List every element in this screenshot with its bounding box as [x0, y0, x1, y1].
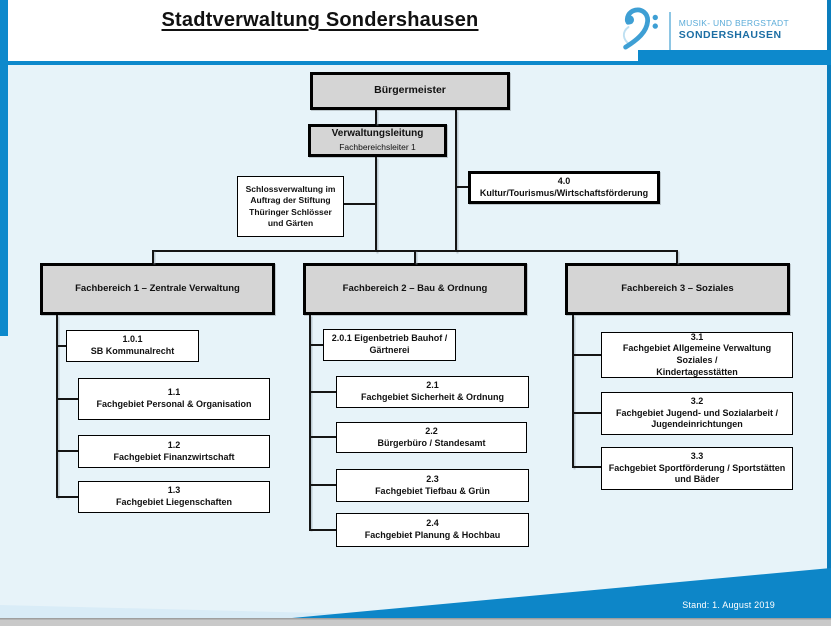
node-unit-3-2: 3.2 Fachgebiet Jugend- und Sozialarbeit … — [601, 392, 793, 435]
unit-name: Fachgebiet Tiefbau & Grün — [375, 485, 490, 496]
connector-line — [309, 529, 336, 531]
bass-clef-icon — [617, 5, 661, 56]
connector-line — [309, 391, 336, 393]
connector-line — [455, 110, 457, 252]
node-verwaltungsleitung: Verwaltungsleitung Fachbereichsleiter 1 — [308, 124, 447, 157]
node-unit-1-0-1: 1.0.1 SB Kommunalrecht — [66, 330, 199, 362]
node-unit-2-0-1: 2.0.1 Eigenbetrieb Bauhof / Gärtnerei — [323, 329, 456, 361]
unit-name-line2: Jugendeinrichtungen — [651, 419, 743, 430]
unit-name: Fachgebiet Liegenschaften — [115, 497, 233, 507]
connector-line — [572, 354, 601, 356]
node-unit-3-1: 3.1 Fachgebiet Allgemeine Verwaltung Soz… — [601, 332, 793, 378]
connector-line — [309, 344, 323, 346]
unit-code: 2.1 — [426, 380, 439, 391]
node-label-line: Thüringer Schlösser — [249, 206, 332, 217]
node-unit-2-4: 2.4 Fachgebiet Planung & Hochbau — [336, 513, 529, 547]
unit-name: Fachgebiet Jugend- und Sozialarbeit / — [615, 407, 779, 418]
unit-code: 3.1 — [690, 331, 704, 342]
connector-line — [572, 315, 574, 468]
left-accent-bar — [0, 0, 8, 336]
logo-separator — [668, 11, 671, 50]
connector-line — [152, 250, 154, 263]
connector-line — [676, 250, 678, 263]
connector-line — [56, 315, 58, 498]
unit-code: 1.1 — [167, 387, 181, 398]
node-fachbereich-3: Fachbereich 3 – Soziales — [565, 263, 790, 315]
node-unit-1-2: 1.2 Fachgebiet Finanzwirtschaft — [78, 435, 270, 468]
node-kultur-tourismus: 4.0 Kultur/Tourismus/Wirtschaftsförderun… — [468, 171, 660, 204]
node-unit-1-3: 1.3 Fachgebiet Liegenschaften — [78, 481, 270, 513]
unit-code: 3.2 — [690, 395, 704, 406]
page-title: Stadtverwaltung Sondershausen — [0, 9, 640, 32]
node-label: Verwaltungsleitung — [331, 128, 424, 140]
status-date: Stand: 1. August 2019 — [682, 600, 775, 610]
unit-code: 2.2 — [425, 425, 438, 436]
city-logo: MUSIK- UND BERGSTADT SONDERSHAUSEN — [617, 5, 789, 56]
unit-name: Fachgebiet Planung & Hochbau — [364, 530, 501, 540]
node-label: Fachbereich 1 – Zentrale Verwaltung — [75, 282, 240, 294]
header-divider-line — [0, 61, 642, 65]
node-label-line: und Gärten — [267, 217, 314, 228]
connector-line — [344, 203, 376, 205]
unit-code: 1.2 — [167, 439, 181, 450]
unit-name: Bürgerbüro / Standesamt — [377, 437, 486, 448]
unit-code: 1.3 — [167, 485, 181, 496]
connector-line — [414, 250, 416, 263]
connector-line — [56, 496, 78, 498]
connector-line — [456, 186, 468, 188]
node-unit-1-1: 1.1 Fachgebiet Personal & Organisation — [78, 378, 270, 420]
connector-line — [56, 450, 78, 452]
connector-line — [375, 157, 377, 252]
connector-line — [309, 436, 336, 438]
unit-name: SB Kommunalrecht — [90, 346, 175, 356]
connector-line — [309, 315, 311, 530]
node-label: Fachbereich 2 – Bau & Ordnung — [342, 282, 488, 294]
unit-name: Fachgebiet Personal & Organisation — [96, 399, 252, 409]
node-unit-2-3: 2.3 Fachgebiet Tiefbau & Grün — [336, 469, 529, 502]
node-schlossverwaltung: Schlossverwaltung im Auftrag der Stiftun… — [237, 176, 344, 237]
connector-line — [572, 412, 601, 414]
unit-code: 1.0.1 — [122, 334, 143, 345]
right-accent-bar — [827, 0, 831, 626]
logo-text: MUSIK- UND BERGSTADT SONDERSHAUSEN — [679, 18, 789, 43]
unit-name: Fachgebiet Sportförderung / Sportstätten — [608, 462, 786, 473]
node-buergermeister: Bürgermeister — [310, 72, 510, 110]
unit-name: Fachgebiet Allgemeine Verwaltung Soziale… — [622, 343, 772, 365]
header-accent-block — [638, 50, 831, 65]
connector-line — [572, 466, 601, 468]
unit-name: Gärtnerei — [369, 345, 410, 355]
node-unit-2-1: 2.1 Fachgebiet Sicherheit & Ordnung — [336, 376, 529, 408]
logo-line2: SONDERSHAUSEN — [678, 29, 782, 42]
node-unit-3-3: 3.3 Fachgebiet Sportförderung / Sportstä… — [601, 447, 793, 490]
unit-name-line2: und Bäder — [674, 474, 720, 485]
node-sublabel: Fachbereichsleiter 1 — [339, 142, 416, 153]
connector-line — [375, 110, 377, 124]
unit-code: 2.4 — [426, 518, 439, 529]
node-label: 4.0 Kultur/Tourismus/Wirtschaftsförderun… — [479, 175, 649, 198]
unit-name-line2: Kindertagesstätten — [656, 366, 738, 377]
node-unit-2-2: 2.2 Bürgerbüro / Standesamt — [336, 422, 527, 453]
node-label-line: Schlossverwaltung im — [245, 184, 336, 195]
logo-line1: MUSIK- UND BERGSTADT — [678, 18, 789, 29]
unit-code: 2.0.1 Eigenbetrieb Bauhof / — [331, 333, 448, 344]
connector-line — [56, 398, 78, 400]
node-fachbereich-1: Fachbereich 1 – Zentrale Verwaltung — [40, 263, 275, 315]
connector-line — [56, 345, 66, 347]
unit-code: 3.3 — [690, 450, 704, 461]
node-label-line: Auftrag der Stiftung — [250, 195, 331, 206]
footer-wedge-graphic — [0, 568, 831, 626]
unit-name: Fachgebiet Sicherheit & Ordnung — [360, 392, 504, 402]
unit-code: 2.3 — [426, 473, 439, 484]
node-fachbereich-2: Fachbereich 2 – Bau & Ordnung — [303, 263, 527, 315]
node-label: Bürgermeister — [374, 84, 446, 97]
page-title-text: Stadtverwaltung Sondershausen — [161, 9, 479, 31]
unit-name: Fachgebiet Finanzwirtschaft — [113, 451, 235, 462]
node-label: Fachbereich 3 – Soziales — [621, 282, 734, 294]
connector-line — [309, 484, 336, 486]
